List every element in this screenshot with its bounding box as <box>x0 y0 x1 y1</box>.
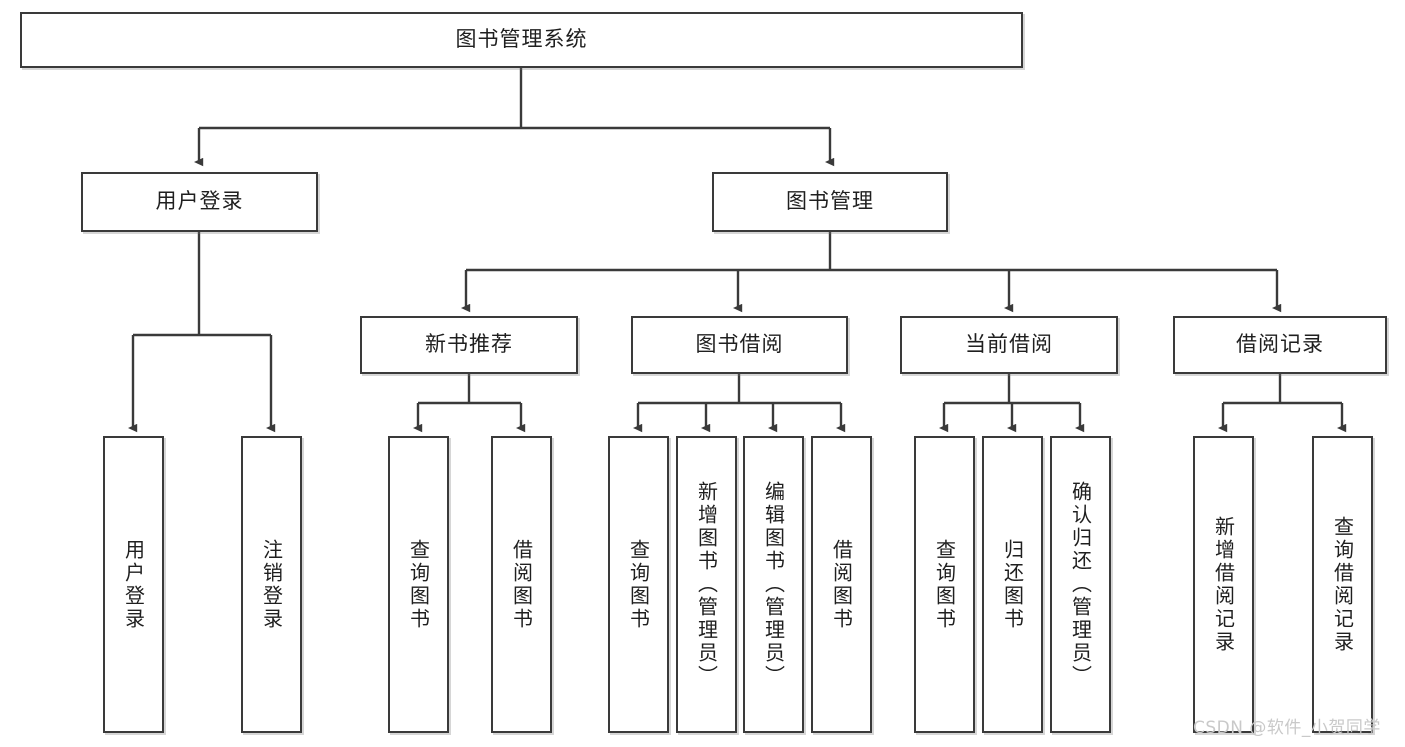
leaf-user-login[interactable]: 用户登录 <box>103 436 164 733</box>
leaf-edit-book-admin[interactable]: 编辑图书（管理员） <box>743 436 804 733</box>
node-label: 图书借阅 <box>695 332 784 357</box>
node-book-borrow[interactable]: 图书借阅 <box>631 316 848 374</box>
leaf-query-book-current[interactable]: 查询图书 <box>914 436 975 733</box>
node-label: 借阅记录 <box>1236 332 1324 357</box>
node-label: 确认归还（管理员） <box>1068 481 1093 688</box>
leaf-confirm-return-admin[interactable]: 确认归还（管理员） <box>1050 436 1111 733</box>
leaf-return-book[interactable]: 归还图书 <box>982 436 1043 733</box>
node-label: 新增借阅记录 <box>1211 515 1236 654</box>
node-book-management[interactable]: 图书管理 <box>712 172 948 232</box>
node-label: 编辑图书（管理员） <box>761 481 786 688</box>
leaf-add-borrow-record[interactable]: 新增借阅记录 <box>1193 436 1254 733</box>
node-label: 归还图书 <box>1000 538 1025 631</box>
node-label: 新书推荐 <box>425 332 513 357</box>
node-label: 用户登录 <box>121 538 146 631</box>
node-label: 注销登录 <box>259 538 284 631</box>
leaf-borrow-book-recommend[interactable]: 借阅图书 <box>491 436 552 733</box>
leaf-borrow-book[interactable]: 借阅图书 <box>811 436 872 733</box>
leaf-add-book-admin[interactable]: 新增图书（管理员） <box>676 436 737 733</box>
node-label: 借阅图书 <box>829 538 854 631</box>
node-borrow-record[interactable]: 借阅记录 <box>1173 316 1387 374</box>
node-label: 用户登录 <box>155 189 244 214</box>
node-new-book-recommend[interactable]: 新书推荐 <box>360 316 578 374</box>
node-label: 当前借阅 <box>965 332 1053 357</box>
leaf-query-book-borrow[interactable]: 查询图书 <box>608 436 669 733</box>
node-label: 查询借阅记录 <box>1330 515 1355 654</box>
node-label: 查询图书 <box>932 538 957 631</box>
node-label: 新增图书（管理员） <box>694 481 719 688</box>
leaf-query-borrow-record[interactable]: 查询借阅记录 <box>1312 436 1373 733</box>
node-root-system[interactable]: 图书管理系统 <box>20 12 1023 68</box>
leaf-user-logout[interactable]: 注销登录 <box>241 436 302 733</box>
node-user-login[interactable]: 用户登录 <box>81 172 318 232</box>
node-label: 借阅图书 <box>509 538 534 631</box>
node-current-borrow[interactable]: 当前借阅 <box>900 316 1118 374</box>
node-label: 图书管理 <box>786 189 874 214</box>
node-label: 查询图书 <box>406 538 431 631</box>
csdn-watermark: CSDN @软件_小贺同学 <box>1193 718 1381 738</box>
node-label: 查询图书 <box>626 538 651 631</box>
node-label: 图书管理系统 <box>455 27 588 52</box>
leaf-query-book-recommend[interactable]: 查询图书 <box>388 436 449 733</box>
